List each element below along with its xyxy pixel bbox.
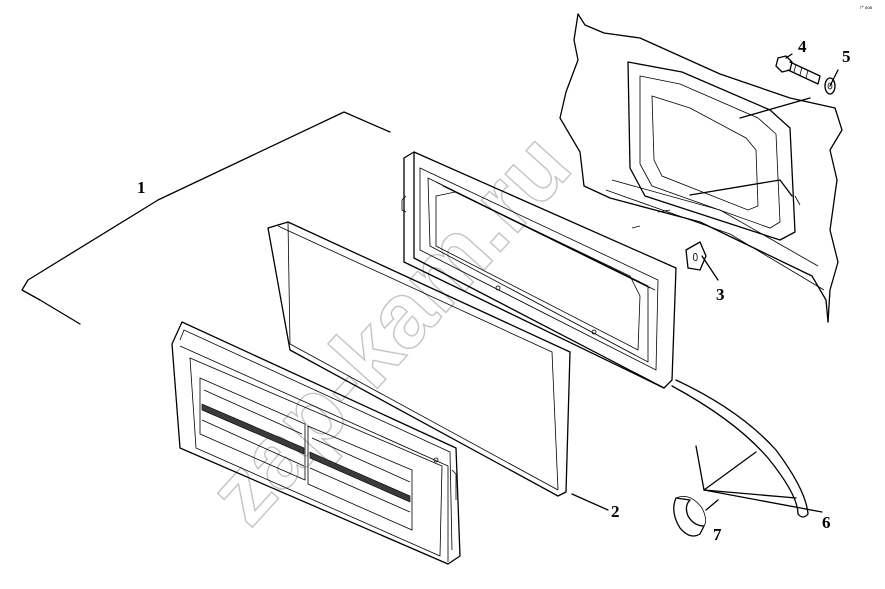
- callout-1: 1: [137, 178, 146, 197]
- callout-3: 3: [716, 285, 725, 304]
- watermark-text: zap-kam.ru: [189, 114, 590, 543]
- glass-panel-part-2: [267, 221, 571, 497]
- front-grille-panel: [171, 321, 461, 565]
- callout-2: 2: [611, 502, 620, 521]
- callout-5: 5: [842, 47, 851, 66]
- bolt-part-4: [775, 55, 821, 85]
- window-frame: [401, 151, 677, 389]
- cab-panel: [559, 13, 843, 323]
- callout-4: 4: [798, 37, 807, 56]
- leader-lines: [21, 53, 839, 513]
- corner-mark: r* ooo: [860, 5, 873, 10]
- clip-part-3: [685, 241, 707, 271]
- callout-7: 7: [713, 525, 722, 544]
- clip-part-7: [673, 495, 706, 537]
- washer-part-5: [824, 77, 836, 95]
- callout-6: 6: [822, 513, 831, 532]
